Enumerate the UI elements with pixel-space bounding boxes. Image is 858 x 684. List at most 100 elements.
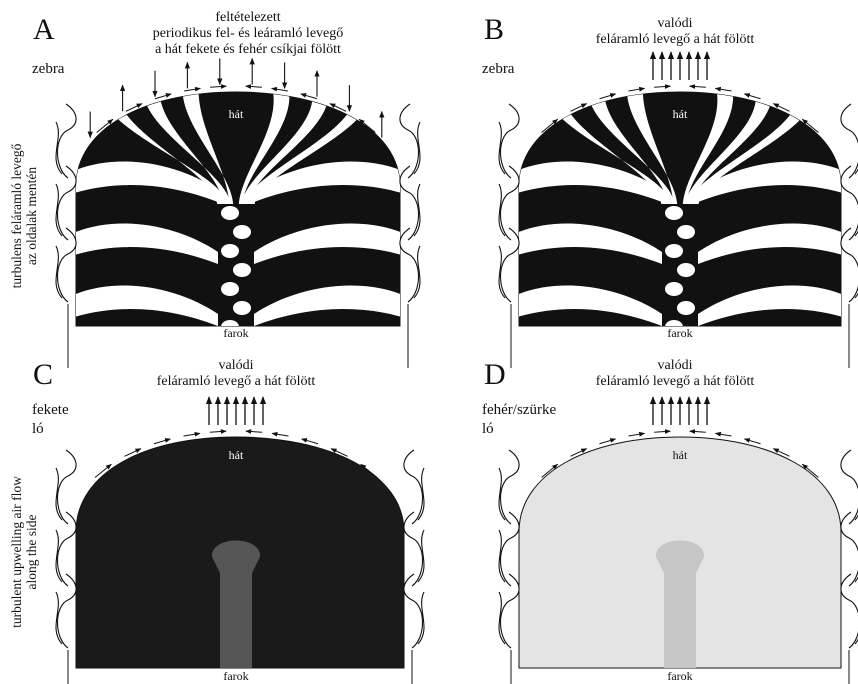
panel-c-drawing xyxy=(0,342,429,684)
surface-flow-arrow xyxy=(302,439,318,444)
turbulence-swirl xyxy=(414,122,420,174)
panel-letter: B xyxy=(484,15,504,45)
panel-b-drawing xyxy=(429,0,858,342)
animal-label: fehér/szürke ló xyxy=(482,401,556,439)
tail-label: farok xyxy=(667,670,692,683)
surface-flow-arrow xyxy=(628,88,644,91)
turbulence-swirl xyxy=(418,592,424,644)
tail-stripe xyxy=(221,244,239,258)
back-label: hát xyxy=(673,449,688,462)
title-line: valódi xyxy=(157,358,316,374)
tail-stripe xyxy=(665,244,683,258)
tail-stripe xyxy=(677,301,695,315)
turbulence-swirl xyxy=(56,592,62,644)
panel-letter: D xyxy=(484,360,506,390)
title-line: valódi xyxy=(596,16,755,32)
tail-stripe xyxy=(221,282,239,296)
turbulence-swirl xyxy=(414,184,420,236)
side-label-line: az oldalak mentén xyxy=(24,86,39,346)
panel-letter: C xyxy=(33,360,53,390)
surface-flow-arrow xyxy=(690,431,706,432)
side-label-line: turbulent upwelling air flow xyxy=(9,422,24,682)
surface-flow-arrow xyxy=(744,439,760,444)
panel-d: D valódi feláramló levegő a hát fölött f… xyxy=(429,342,858,684)
turbulence-swirl xyxy=(56,530,62,582)
turbulence-swirl xyxy=(499,122,505,174)
side-label-line: turbulens feláramló levegő xyxy=(9,86,24,346)
back-label: hát xyxy=(229,449,244,462)
tail-stripe xyxy=(665,282,683,296)
panel-title: feltételezett periodikus fel- és leáraml… xyxy=(153,10,343,58)
panel-c: C valódi feláramló levegő a hát fölött f… xyxy=(0,342,429,684)
turbulence-swirl xyxy=(499,246,505,298)
turbulence-swirl xyxy=(499,184,505,236)
surface-flow-arrow xyxy=(600,439,616,444)
tail-label: farok xyxy=(223,327,248,340)
turbulence-swirl xyxy=(499,592,505,644)
surface-flow-arrow xyxy=(715,433,731,436)
side-label-line: along the side xyxy=(24,422,39,682)
surface-flow-arrow xyxy=(272,433,288,436)
tail-stripe xyxy=(221,206,239,220)
tail-stripe xyxy=(233,263,251,277)
tail-stripe xyxy=(677,263,695,277)
surface-flow-arrow xyxy=(154,439,170,444)
panel-d-drawing xyxy=(429,342,858,684)
surface-flow-arrow xyxy=(654,431,670,432)
panel-b: B valódi feláramló levegő a hát fölött z… xyxy=(429,0,858,342)
tail-label: farok xyxy=(223,670,248,683)
surface-flow-arrow xyxy=(301,94,317,99)
surface-flow-arrow xyxy=(715,88,731,91)
turbulence-swirl xyxy=(56,468,62,520)
back-label: hát xyxy=(229,108,244,121)
turbulence-swirl xyxy=(499,468,505,520)
title-line: feláramló levegő a hát fölött xyxy=(596,374,755,390)
tail-stripe xyxy=(233,225,251,239)
turbulence-swirl xyxy=(418,468,424,520)
panel-title: valódi feláramló levegő a hát fölött xyxy=(596,358,755,390)
title-line: feláramló levegő a hát fölött xyxy=(596,32,755,48)
surface-flow-arrow xyxy=(184,433,200,436)
turbulence-swirl xyxy=(499,530,505,582)
back-label: hát xyxy=(673,108,688,121)
panel-a: A feltételezett periodikus fel- és leára… xyxy=(0,0,429,342)
animal-label: zebra xyxy=(482,60,514,79)
tail-label: farok xyxy=(667,327,692,340)
surface-flow-arrow xyxy=(210,86,226,87)
turbulence-swirl xyxy=(56,122,62,174)
side-label-bottom: turbulent upwelling air flow along the s… xyxy=(9,422,39,682)
surface-flow-arrow xyxy=(246,86,262,87)
title-line: feltételezett xyxy=(153,10,343,26)
side-label-top: turbulens feláramló levegő az oldalak me… xyxy=(9,86,39,346)
tail-stripe xyxy=(677,225,695,239)
animal-line: fehér/szürke xyxy=(482,401,556,420)
surface-flow-arrow xyxy=(184,88,200,91)
surface-flow-arrow xyxy=(272,88,288,91)
title-line: periodikus fel- és leáramló levegő xyxy=(153,26,343,42)
turbulence-swirl xyxy=(414,246,420,298)
surface-flow-arrow xyxy=(628,433,644,436)
surface-flow-arrow xyxy=(246,431,262,432)
animal-line: fekete xyxy=(32,401,69,420)
surface-flow-arrow xyxy=(155,94,171,99)
surface-flow-arrow xyxy=(210,431,226,432)
animal-line: ló xyxy=(482,420,556,439)
surface-flow-arrow xyxy=(600,94,616,99)
surface-flow-arrow xyxy=(654,86,670,87)
tail-stripe xyxy=(233,301,251,315)
panel-title: valódi feláramló levegő a hát fölött xyxy=(157,358,316,390)
surface-flow-arrow xyxy=(690,86,706,87)
tail-stripe xyxy=(665,206,683,220)
turbulence-swirl xyxy=(418,530,424,582)
turbulence-swirl xyxy=(56,184,62,236)
animal-line: zebra xyxy=(482,60,514,79)
animal-line: zebra xyxy=(32,60,64,79)
title-line: valódi xyxy=(596,358,755,374)
animal-label: zebra xyxy=(32,60,64,79)
title-line: feláramló levegő a hát fölött xyxy=(157,374,316,390)
title-line: a hát fekete és fehér csíkjai fölött xyxy=(153,42,343,58)
turbulence-swirl xyxy=(56,246,62,298)
panel-letter: A xyxy=(33,15,55,45)
panel-title: valódi feláramló levegő a hát fölött xyxy=(596,16,755,48)
